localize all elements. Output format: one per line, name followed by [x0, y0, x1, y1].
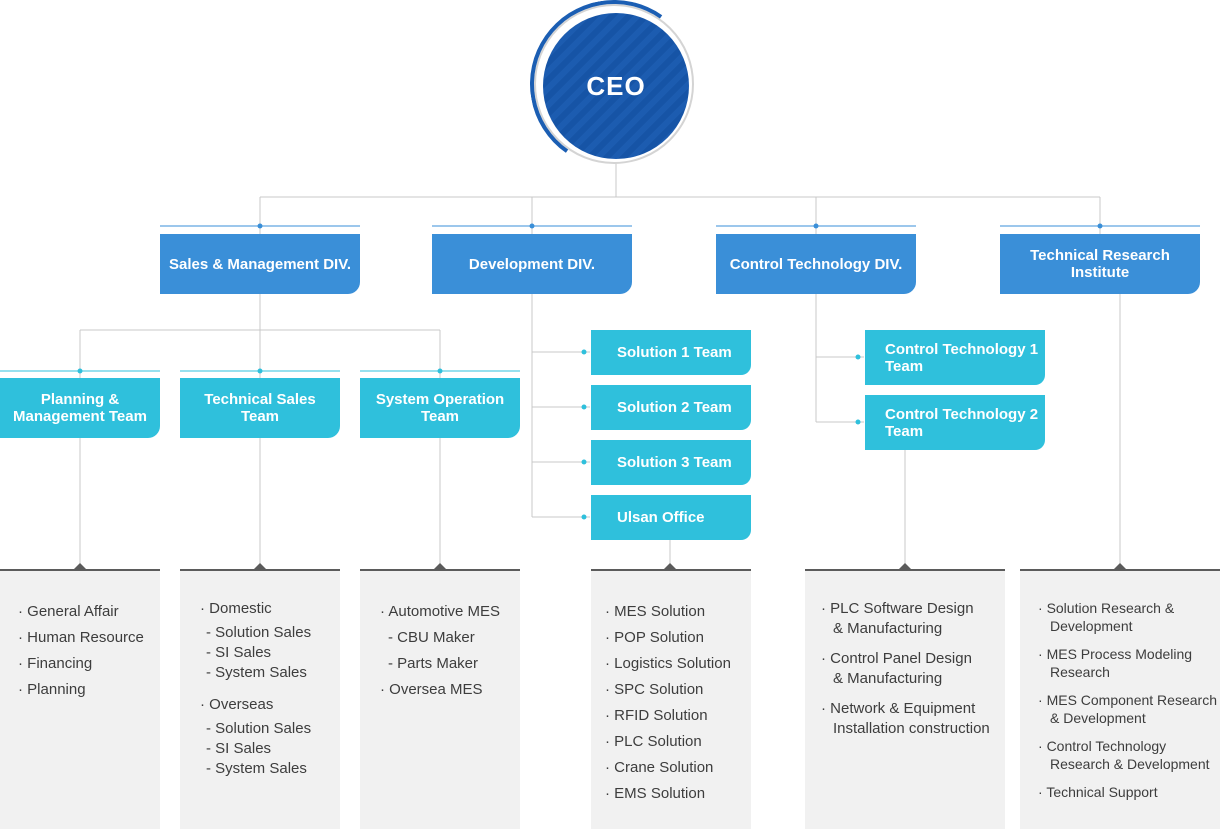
panel-pointer [898, 563, 912, 570]
list-item: Solution Research & [1038, 599, 1220, 617]
list-item: Financing [18, 651, 160, 677]
list-item-cont: & Development [1050, 710, 1146, 726]
list-item: POP Solution [605, 625, 751, 651]
team-planning: Planning & Management Team [0, 378, 160, 438]
list-item: RFID Solution [605, 703, 751, 729]
panel-system-operation: Automotive MES CBU Maker Parts Maker Ove… [360, 563, 520, 829]
list-item: EMS Solution [605, 781, 751, 807]
team-solution-2-label: Solution 2 Team [617, 399, 732, 416]
division-control-label: Control Technology DIV. [729, 255, 903, 273]
team-control-1-label: Control Technology 1 Team [885, 340, 1039, 375]
list-item: CBU Maker [380, 625, 520, 651]
division-sales: Sales & Management DIV. [160, 234, 360, 294]
ceo-node: CEO [543, 13, 689, 159]
panel-pointer [73, 563, 87, 570]
list-item: Technical Support [1038, 783, 1220, 801]
list-item: Network & Equipment [821, 699, 1005, 719]
ceo-label: CEO [586, 70, 646, 101]
list-item: Crane Solution [605, 755, 751, 781]
list-item: Domestic [200, 599, 340, 619]
list-item: Solution Sales [200, 623, 340, 643]
division-research: Technical Research Institute [1000, 234, 1200, 294]
list-item: System Sales [200, 663, 340, 683]
panel-pointer [433, 563, 447, 570]
panel-control: PLC Software Design & Manufacturing Cont… [805, 563, 1005, 829]
division-development: Development DIV. [432, 234, 632, 294]
list-item: Parts Maker [380, 651, 520, 677]
division-control: Control Technology DIV. [716, 234, 916, 294]
panel-research: Solution Research & Development MES Proc… [1020, 563, 1220, 829]
list-item: Control Panel Design [821, 649, 1005, 669]
panel-technical-sales: Domestic Solution Sales SI Sales System … [180, 563, 340, 829]
list-item: SI Sales [200, 739, 340, 759]
list-item-cont: Research & Development [1050, 756, 1210, 772]
list-item: System Sales [200, 759, 340, 779]
list-item: MES Process Modeling [1038, 645, 1220, 663]
team-system-operation: System Operation Team [360, 378, 520, 438]
list-item: Oversea MES [380, 677, 520, 703]
team-solution-3: Solution 3 Team [591, 440, 751, 485]
team-solution-2: Solution 2 Team [591, 385, 751, 430]
panel-planning: General Affair Human Resource Financing … [0, 563, 160, 829]
team-solution-1: Solution 1 Team [591, 330, 751, 375]
list-item: Solution Sales [200, 719, 340, 739]
team-system-operation-label: System Operation Team [375, 391, 505, 425]
list-item-cont: Research [1050, 664, 1110, 680]
list-item-cont: & Manufacturing [833, 620, 943, 637]
team-technical-sales: Technical Sales Team [180, 378, 340, 438]
list-item: PLC Solution [605, 729, 751, 755]
list-item-cont: Installation construction [833, 720, 990, 737]
list-item: Overseas [200, 695, 340, 715]
list-item-cont: & Manufacturing [833, 670, 943, 687]
list-item: SPC Solution [605, 677, 751, 703]
panel-pointer [1113, 563, 1127, 570]
division-sales-label: Sales & Management DIV. [168, 255, 351, 273]
list-item: MES Component Research [1038, 691, 1220, 709]
team-solution-3-label: Solution 3 Team [617, 454, 732, 471]
list-item: MES Solution [605, 599, 751, 625]
list-item: Human Resource [18, 625, 160, 651]
team-technical-sales-label: Technical Sales Team [204, 391, 316, 425]
division-development-label: Development DIV. [468, 255, 596, 273]
list-item: General Affair [18, 599, 160, 625]
list-item: Logistics Solution [605, 651, 751, 677]
panel-pointer [663, 563, 677, 570]
team-control-2: Control Technology 2 Team [865, 395, 1045, 450]
panel-pointer [253, 563, 267, 570]
division-research-label: Technical Research Institute [1030, 247, 1170, 281]
team-ulsan-office: Ulsan Office [591, 495, 751, 540]
team-control-1: Control Technology 1 Team [865, 330, 1045, 385]
team-solution-1-label: Solution 1 Team [617, 344, 732, 361]
list-item: Control Technology [1038, 737, 1220, 755]
team-control-2-label: Control Technology 2 Team [885, 405, 1039, 440]
team-ulsan-office-label: Ulsan Office [617, 509, 705, 526]
panel-development: MES Solution POP Solution Logistics Solu… [591, 563, 751, 829]
list-item-cont: Development [1050, 618, 1133, 634]
list-item: SI Sales [200, 643, 340, 663]
list-item: Planning [18, 677, 160, 703]
list-item: PLC Software Design [821, 599, 1005, 619]
team-planning-label: Planning & Management Team [13, 391, 147, 425]
list-item: Automotive MES [380, 599, 520, 625]
